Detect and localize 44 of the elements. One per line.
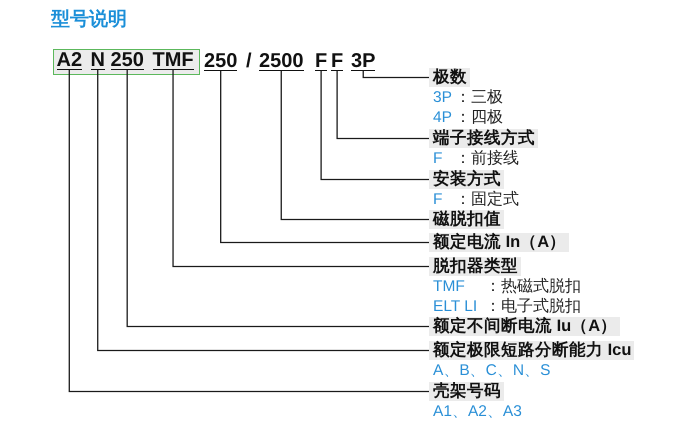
leader-line — [68, 70, 429, 392]
leader-line — [97, 70, 429, 352]
option-description: ：前接线 — [455, 149, 519, 169]
section-heading: 端子接线方式 — [429, 129, 538, 148]
option-code: A、B、C、N、S — [433, 361, 550, 381]
highlight-frame — [53, 49, 200, 75]
section-heading: 额定极限短路分断能力 Icu — [429, 341, 634, 360]
section-heading: 磁脱扣值 — [429, 210, 504, 229]
leader-line — [336, 70, 429, 140]
separator-slash: / — [246, 52, 252, 70]
option-description: ：固定式 — [455, 190, 519, 210]
model-code: TMF — [152, 51, 194, 70]
section-heading: 壳架号码 — [429, 382, 504, 401]
section-heading: 极数 — [429, 68, 470, 87]
model-code: 3P — [351, 52, 376, 70]
option-description: ：四极 — [455, 108, 503, 128]
model-code: A2 — [56, 51, 82, 70]
model-code: 250 — [110, 51, 144, 70]
option-description: ：三极 — [455, 88, 503, 108]
leader-line — [280, 70, 429, 220]
leader-line — [126, 70, 429, 328]
option-code: 3P — [433, 88, 452, 108]
section-heading: 额定电流 In（A） — [429, 233, 570, 252]
option-description: ：电子式脱扣 — [485, 297, 581, 316]
section-heading: 额定不间断电流 Iu（A） — [429, 317, 620, 336]
model-code: F — [331, 52, 344, 70]
section-heading: 安装方式 — [429, 170, 504, 189]
option-description: ：热磁式脱扣 — [485, 277, 581, 297]
option-code: A1、A2、A3 — [433, 402, 522, 422]
option-code: ELT LI — [433, 297, 478, 316]
model-code: 250 — [204, 52, 238, 70]
model-code: F — [315, 52, 328, 70]
leader-line — [320, 70, 429, 180]
option-code: F — [433, 149, 442, 169]
option-code: TMF — [433, 277, 465, 297]
leader-line — [362, 70, 429, 78]
option-code: F — [433, 190, 442, 210]
option-code: 4P — [433, 108, 452, 128]
section-heading: 脱扣器类型 — [429, 257, 521, 276]
title: 型号说明 — [51, 8, 127, 32]
leader-line — [220, 70, 429, 244]
model-code: N — [90, 51, 105, 70]
leader-line — [172, 70, 429, 268]
model-code: 2500 — [259, 52, 304, 70]
